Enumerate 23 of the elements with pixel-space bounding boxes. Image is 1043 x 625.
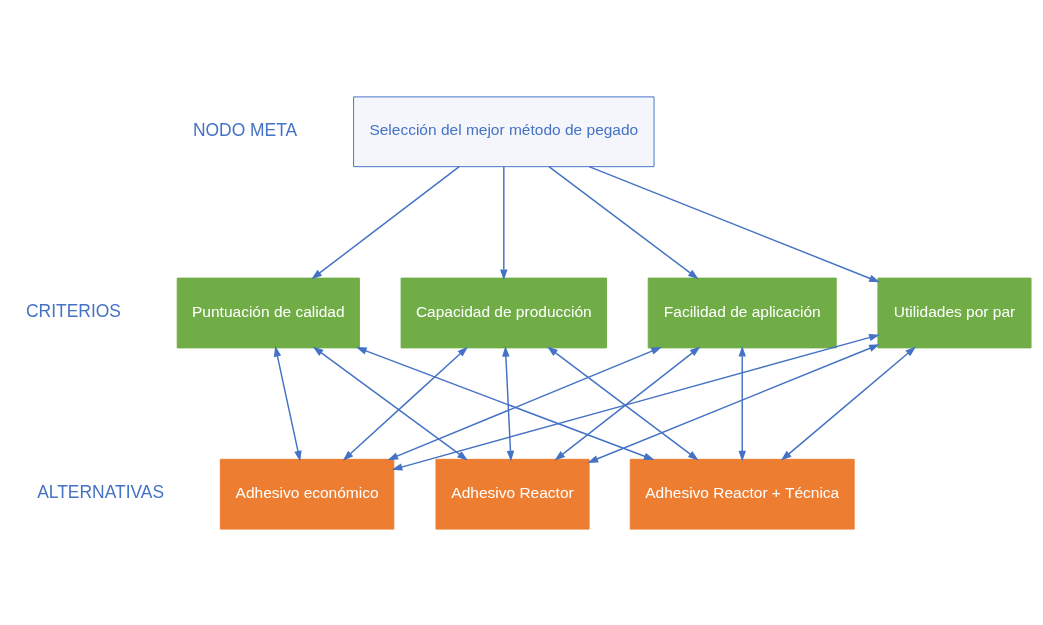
node-box: Facilidad de aplicación	[647, 277, 837, 348]
label: NODO META	[192, 119, 298, 140]
node-box: Adhesivo Reactor + Técnica	[629, 458, 855, 530]
arrow	[548, 165, 699, 279]
arrow	[312, 346, 468, 460]
node-box: Adhesivo económico	[219, 458, 395, 530]
arrow	[502, 345, 515, 461]
arrow	[500, 165, 508, 280]
node-box: Selección del mejor método de pegado	[353, 95, 655, 167]
arrow	[391, 333, 880, 471]
arrow	[780, 346, 916, 461]
arrow	[342, 346, 468, 461]
label: ALTERNATIVAS	[37, 482, 165, 502]
arrow	[587, 343, 880, 463]
node-box: Puntuación de calidad	[176, 277, 360, 348]
arrow	[273, 345, 302, 461]
arrow	[738, 345, 746, 461]
node-box: Adhesivo Reactor	[435, 458, 590, 530]
arrow	[311, 165, 460, 279]
arrow	[588, 165, 880, 282]
node-box: Utilidades por par	[877, 277, 1032, 348]
node-box: Capacidad de producción	[400, 277, 608, 348]
label: CRITERIOS	[26, 300, 121, 321]
